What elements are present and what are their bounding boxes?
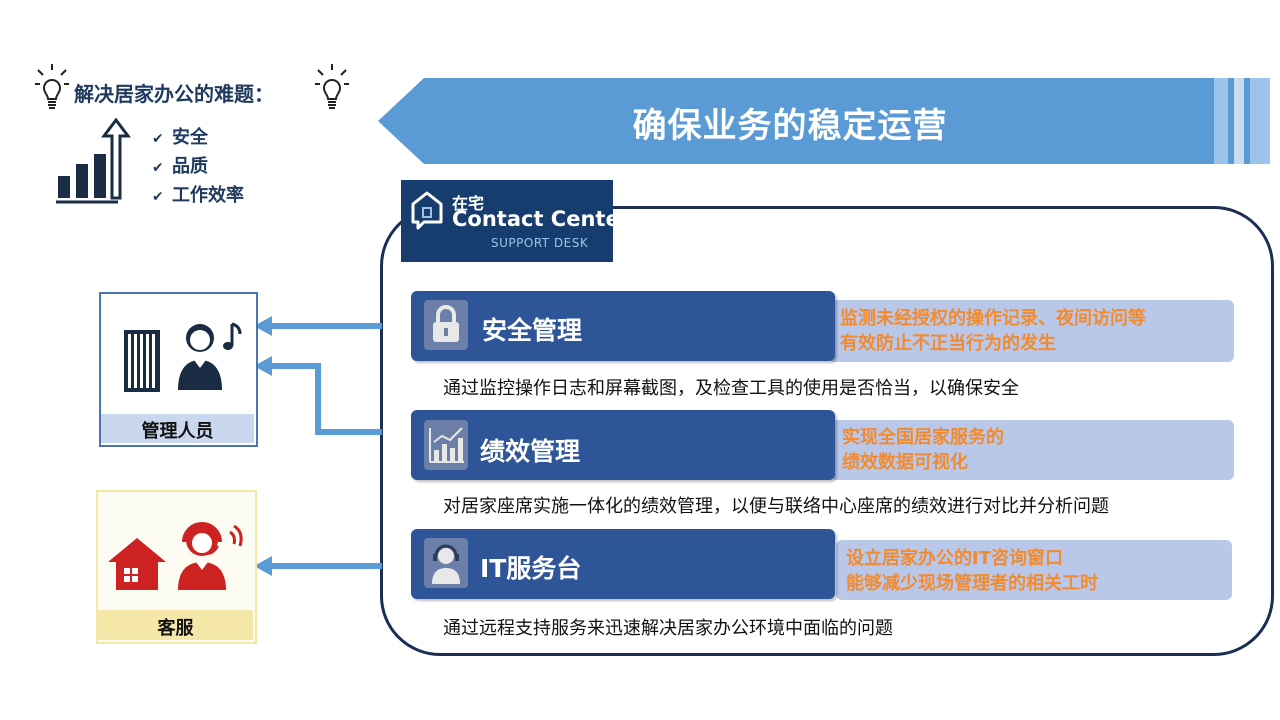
padlock-icon [424,300,468,354]
checkmark-icon: ✔ [152,160,164,176]
service-title: 安全管理 [482,316,583,345]
service-note: 实现全国居家服务的 绩效数据可视化 [842,427,1004,473]
logo-text-main: Contact Center [452,207,631,231]
service-bar-it-desk [411,529,835,599]
service-title: IT服务台 [480,554,582,583]
support-agent-icon [424,538,468,592]
problem-title: 解决居家办公的难题： [74,82,274,106]
service-bar-security [411,291,835,361]
banner-title: 确保业务的稳定运营 [632,106,948,146]
benefit-item: ✔工作效率 [152,182,244,211]
banner-arrow [378,78,1270,164]
service-note: 设立居家办公的IT咨询窗口 能够减少现场管理者的相关工时 [846,548,1098,594]
lightbulb-icon [34,64,70,112]
service-description: 通过远程支持服务来迅速解决居家办公环境中面临的问题 [443,618,893,639]
service-note-box [828,300,1234,362]
benefit-list: ✔安全 ✔品质 ✔工作效率 [152,124,244,211]
service-note-box [830,420,1234,480]
service-description: 通过监控操作日志和屏幕截图，及检查工具的使用是否恰当，以确保安全 [443,378,1019,399]
benefit-item: ✔品质 [152,153,244,182]
checkmark-icon: ✔ [152,189,164,205]
benefit-item: ✔安全 [152,124,244,153]
manager-label-bar [101,414,254,443]
logo-text-sub: SUPPORT DESK [491,236,589,250]
manager-person-icon [176,318,246,396]
service-title: 绩效管理 [480,437,581,466]
agent-label: 客服 [157,618,194,639]
house-icon [106,536,168,596]
growth-chart-icon [54,117,134,210]
logo-text-top: 在宅 [452,194,485,213]
chart-icon [424,420,468,474]
service-note-box [836,540,1232,600]
agent-headset-icon [172,518,246,596]
service-note: 监测未经授权的操作记录、夜间访问等 有效防止不正当行为的发生 [840,308,1146,354]
manager-label: 管理人员 [141,421,214,442]
office-building-icon [122,328,162,398]
connector-arrows [254,316,382,576]
house-chat-icon [410,190,444,234]
service-bar-performance [411,410,835,480]
service-description: 对居家座席实施一体化的绩效管理，以便与联络中心座席的绩效进行对比并分析问题 [443,496,1109,517]
checkmark-icon: ✔ [152,131,164,147]
lightbulb-icon [314,64,350,112]
agent-label-bar [98,610,253,640]
